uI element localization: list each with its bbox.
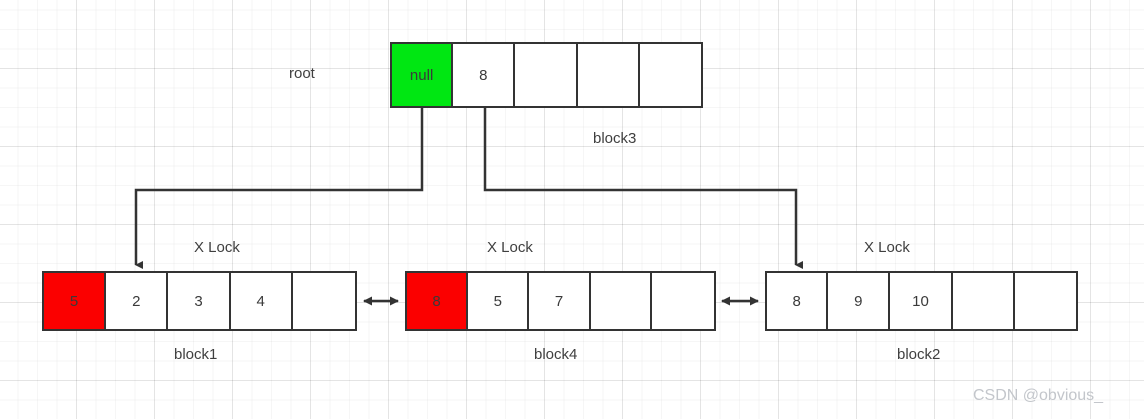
- node-block2-cell-1[interactable]: 9: [828, 273, 891, 329]
- node-block2-name: block2: [897, 346, 941, 363]
- node-block2-cell-3[interactable]: [952, 273, 1015, 329]
- node-block3-cell-3[interactable]: [577, 44, 640, 106]
- node-block4-name: block4: [534, 346, 578, 363]
- node-block4-cell-2[interactable]: 7: [529, 273, 591, 329]
- edge-root-to-block1: [134, 108, 424, 269]
- node-block3-cell-0[interactable]: null: [392, 44, 454, 106]
- node-block3-name: block3: [593, 130, 637, 147]
- node-block4-cell-3[interactable]: [590, 273, 652, 329]
- lock-label-block1: X Lock: [194, 239, 240, 256]
- node-block4-cell-1[interactable]: 5: [468, 273, 530, 329]
- lock-label-block4: X Lock: [487, 239, 533, 256]
- node-block2-cell-0[interactable]: 8: [767, 273, 829, 329]
- node-block1[interactable]: 5 2 3 4: [42, 271, 357, 331]
- root-label: root: [289, 65, 315, 82]
- node-block2-cell-4[interactable]: [1014, 273, 1077, 329]
- node-block3-cell-2[interactable]: [515, 44, 578, 106]
- node-block1-cell-4[interactable]: [292, 273, 355, 329]
- node-block4-cell-4[interactable]: [651, 273, 714, 329]
- node-block1-cell-1[interactable]: 2: [106, 273, 169, 329]
- node-block1-name: block1: [174, 346, 218, 363]
- node-block3-cell-1[interactable]: 8: [453, 44, 516, 106]
- node-block3[interactable]: null 8: [390, 42, 703, 108]
- node-block3-cell-4[interactable]: [639, 44, 702, 106]
- node-block1-cell-3[interactable]: 4: [230, 273, 293, 329]
- node-block1-cell-0[interactable]: 5: [44, 273, 107, 329]
- node-block1-cell-2[interactable]: 3: [168, 273, 231, 329]
- lock-label-block2: X Lock: [864, 239, 910, 256]
- node-block2[interactable]: 8 9 10: [765, 271, 1078, 331]
- watermark: CSDN @obvious_: [973, 387, 1104, 404]
- node-block4[interactable]: 8 5 7: [405, 271, 716, 331]
- node-block2-cell-2[interactable]: 10: [890, 273, 953, 329]
- node-block4-cell-0[interactable]: 8: [407, 273, 469, 329]
